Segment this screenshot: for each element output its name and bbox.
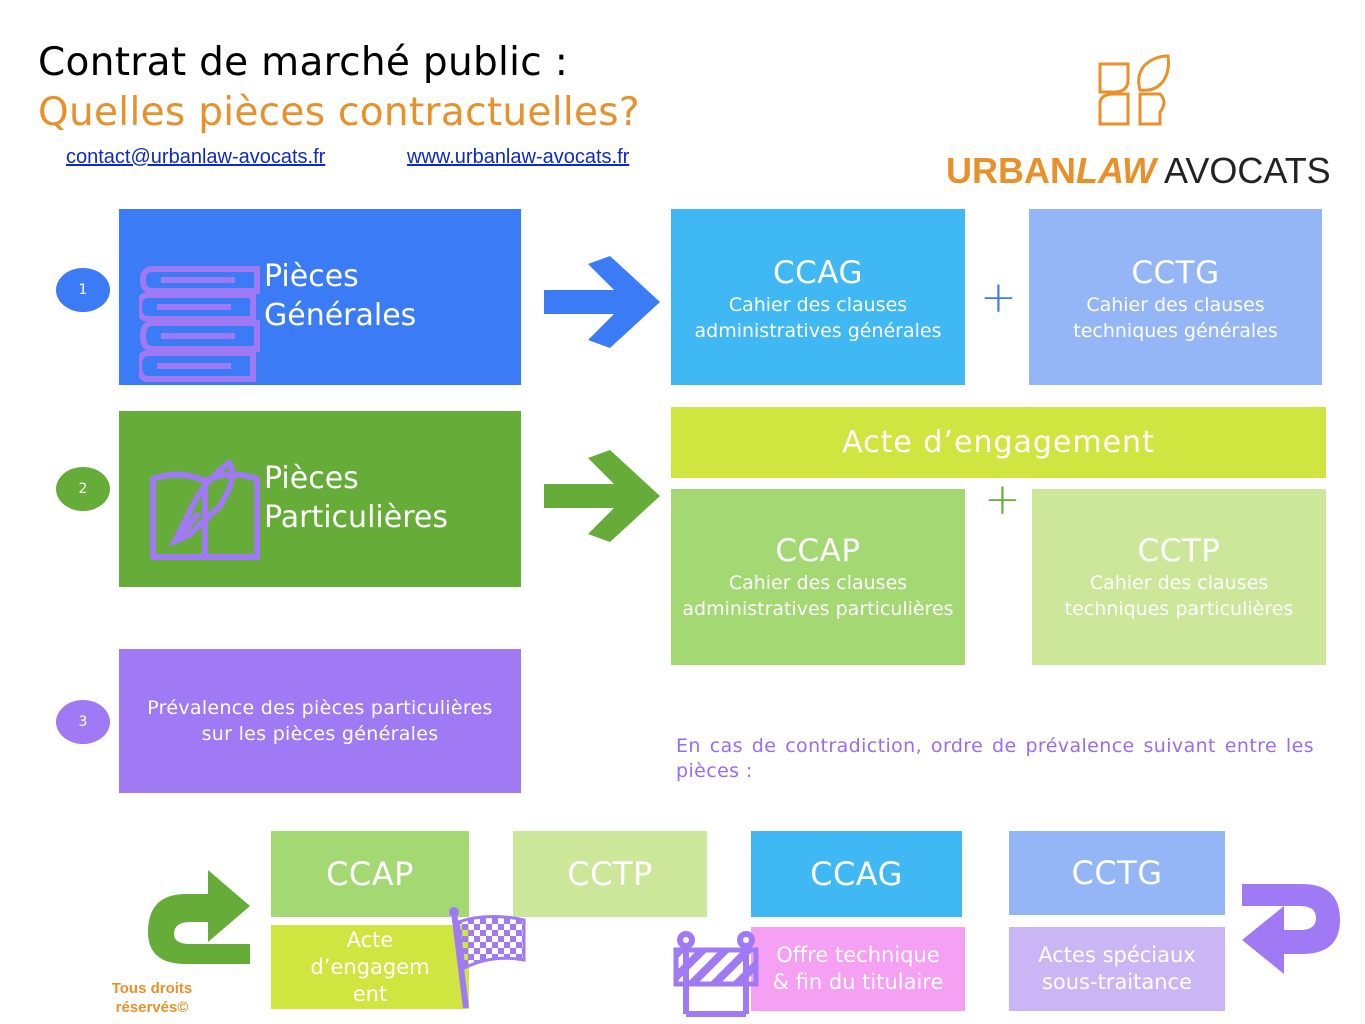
- checkered-flag-icon: [449, 907, 526, 1009]
- step-2-badge: 2: [56, 467, 110, 511]
- general-pieces-box: Pièces Générales: [119, 209, 521, 385]
- ccap-desc-line1: Cahier des clauses: [728, 572, 908, 594]
- plus-sign: +: [984, 474, 1021, 525]
- arrow-right-icon: [544, 450, 660, 542]
- cctp-desc-line1: Cahier des clauses: [1089, 572, 1269, 594]
- website-link[interactable]: www.urbanlaw-avocats.fr: [407, 146, 630, 168]
- green-uturn-arrow-icon: [148, 870, 250, 964]
- cctg-desc-line2: techniques générales: [1073, 320, 1278, 342]
- order-actes-speciaux: Actes spéciaux sous-traitance: [1009, 927, 1225, 1011]
- order-ccag: CCAG: [751, 831, 962, 917]
- prevalence-text-line2: sur les pièces générales: [201, 723, 439, 745]
- cctg-abbr: CCTG: [1131, 255, 1220, 291]
- order-offre-technique: Offre technique & fin du titulaire: [751, 927, 965, 1011]
- general-pieces-label: Pièces Générales: [264, 259, 417, 333]
- cctp-card: CCTP Cahier des clauses techniques parti…: [1032, 489, 1326, 665]
- particular-pieces-label: Pièces Particulières: [264, 461, 448, 535]
- cctp-desc-line2: techniques particulières: [1064, 598, 1294, 620]
- ccag-card: CCAG Cahier des clauses administratives …: [671, 209, 965, 385]
- order-cctg: CCTG: [1009, 831, 1225, 915]
- page-subtitle: Quelles pièces contractuelles?: [38, 90, 640, 135]
- email-link[interactable]: contact@urbanlaw-avocats.fr: [66, 146, 326, 168]
- ccag-desc-line2: administratives générales: [694, 320, 942, 342]
- cctg-card: CCTG Cahier des clauses techniques génér…: [1029, 209, 1322, 385]
- ccap-desc-line2: administratives particulières: [682, 598, 954, 620]
- prevalence-box: Prévalence des pièces particulières sur …: [119, 649, 521, 793]
- prevalence-note: En cas de contradiction, ordre de préval…: [676, 735, 1314, 782]
- book-quill-icon: [150, 458, 260, 560]
- acte-engagement-banner: Acte d’engagement: [671, 407, 1326, 478]
- ccap-card: CCAP Cahier des clauses administratives …: [671, 489, 965, 665]
- ccap-abbr: CCAP: [775, 533, 861, 569]
- cctg-desc-line1: Cahier des clauses: [1086, 294, 1265, 316]
- books-icon: [139, 266, 260, 382]
- order-ccap: CCAP: [271, 831, 469, 917]
- cctp-abbr: CCTP: [1137, 533, 1221, 569]
- particular-pieces-box: Pièces Particulières: [119, 411, 521, 587]
- step-1-badge: 1: [56, 268, 110, 312]
- leaf-logo-icon: [1098, 54, 1170, 126]
- page-title: Contrat de marché public :: [38, 40, 569, 85]
- ccag-abbr: CCAG: [773, 255, 863, 291]
- plus-sign: +: [980, 272, 1017, 323]
- step-3-badge: 3: [56, 700, 110, 744]
- order-cctp: CCTP: [513, 831, 707, 917]
- road-barrier-icon: [673, 931, 759, 1017]
- logo-wordmark: URBANLAW AVOCATS: [946, 150, 1331, 191]
- arrow-right-icon: [544, 256, 660, 348]
- purple-uturn-arrow-icon: [1242, 884, 1340, 974]
- order-acte-engagement: Acte d’engagem ent: [271, 925, 469, 1009]
- ccag-desc-line1: Cahier des clauses: [728, 294, 908, 316]
- copyright-notice: Tous droits réservés©: [111, 980, 193, 1016]
- prevalence-text-line1: Prévalence des pièces particulières: [147, 697, 493, 719]
